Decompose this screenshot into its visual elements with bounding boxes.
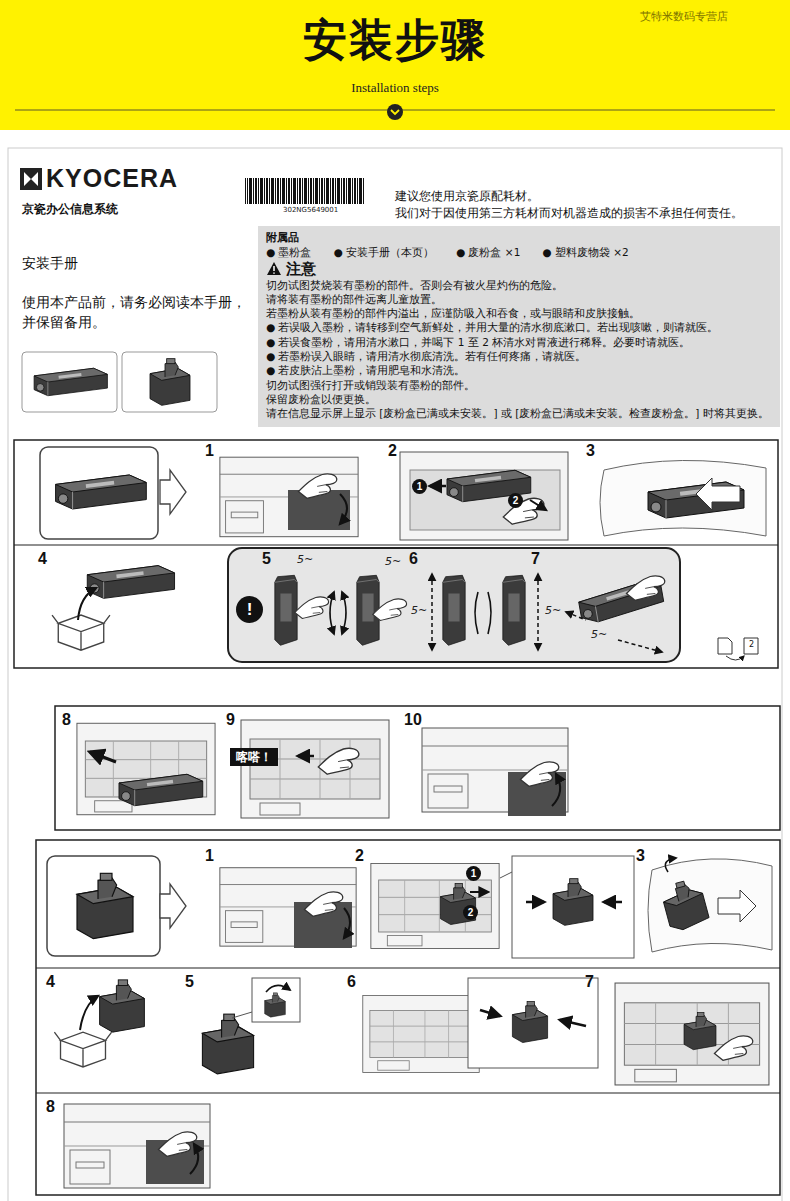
step-number: 4 bbox=[46, 972, 55, 991]
notice-text: 建议您使用京瓷原配耗材。 bbox=[395, 189, 539, 203]
brand-logo: KYOCERA bbox=[46, 163, 178, 193]
page-number: 2 bbox=[749, 640, 754, 650]
step-number: 6 bbox=[347, 972, 356, 991]
step-number: 4 bbox=[38, 549, 47, 568]
step-number: 9 bbox=[226, 710, 235, 729]
item-row: ● 墨粉盒 ● 安装手册（本页） ● 废粉盒 ×1 ● 塑料废物袋 ×2 bbox=[266, 245, 772, 259]
callout-number: 2 bbox=[508, 493, 523, 508]
info-panel: 附属品● 墨粉盒● 安装手册（本页）● 废粉盒 ×1● 塑料废物袋 ×2注意切勿… bbox=[258, 226, 780, 427]
step-number: 5 bbox=[262, 549, 271, 568]
warning-circle: ! bbox=[236, 596, 263, 623]
shake-count: 5~ bbox=[590, 628, 608, 641]
caution-line: 切勿试图焚烧装有墨粉的部件。否则会有被火星灼伤的危险。 bbox=[266, 278, 772, 292]
shake-count: 5~ bbox=[384, 555, 402, 568]
caution-word: 注意 bbox=[286, 260, 316, 278]
brand-name: 京瓷办公信息系统 bbox=[22, 203, 118, 217]
watermark: 艾特米数码专营店 bbox=[640, 10, 728, 23]
caution-line: ● 若皮肤沾上墨粉，请用肥皂和水清洗。 bbox=[266, 363, 772, 377]
step-number: 5 bbox=[185, 972, 194, 991]
step-number: 1 bbox=[205, 846, 214, 865]
step-number: 1 bbox=[205, 441, 214, 460]
callout-number: 2 bbox=[463, 905, 478, 920]
subtitle: Installation steps bbox=[0, 80, 790, 96]
caution-heading: 注意 bbox=[266, 260, 772, 278]
warning-icon bbox=[266, 261, 282, 276]
caution-line: 保留废粉盒以便更换。 bbox=[266, 392, 772, 406]
caution-line: 切勿试图强行打开或销毁装有墨粉的部件。 bbox=[266, 378, 772, 392]
manual-heading: 安装手册 bbox=[22, 255, 78, 272]
included-item: ● 安装手册（本页） bbox=[334, 245, 435, 259]
shake-count: 5~ bbox=[544, 604, 562, 617]
caution-line: ● 若误吸入墨粉，请转移到空气新鲜处，并用大量的清水彻底漱口。若出现咳嗽，则请就… bbox=[266, 320, 772, 334]
included-item: ● 塑料废物袋 ×2 bbox=[542, 245, 628, 259]
caution-line: ● 若墨粉误入眼睛，请用清水彻底清洗。若有任何疼痛，请就医。 bbox=[266, 349, 772, 363]
caution-line: 请将装有墨粉的部件远离儿童放置。 bbox=[266, 292, 772, 306]
step-number: 8 bbox=[46, 1097, 55, 1116]
included-item: ● 墨粉盒 bbox=[266, 245, 312, 259]
step-number: 3 bbox=[636, 846, 645, 865]
callout-number: 1 bbox=[466, 866, 481, 881]
intro-text: 使用本产品前，请务必阅读本手册，并保留备用。 bbox=[22, 292, 254, 332]
caution-line: ● 若误食墨粉，请用清水漱口，并喝下 1 至 2 杯清水对胃液进行稀释。必要时请… bbox=[266, 335, 772, 349]
step-number: 2 bbox=[388, 441, 397, 460]
callout-number: 1 bbox=[412, 479, 427, 494]
panel-heading: 附属品 bbox=[266, 231, 772, 245]
step-number: 3 bbox=[586, 441, 595, 460]
step-number: 6 bbox=[409, 549, 418, 568]
shake-count: 5~ bbox=[410, 604, 428, 617]
step-number: 10 bbox=[404, 710, 422, 729]
shake-count: 5~ bbox=[296, 553, 314, 566]
barcode-number: 302NG5649001 bbox=[283, 206, 338, 214]
sound-tag: 喀嗒！ bbox=[230, 748, 278, 766]
included-item: ● 废粉盒 ×1 bbox=[456, 245, 520, 259]
step-number: 7 bbox=[531, 549, 540, 568]
step-number: 7 bbox=[585, 972, 594, 991]
step-number: 8 bbox=[62, 710, 71, 729]
exclamation-mark: ! bbox=[247, 600, 253, 619]
notice-text: 我们对于因使用第三方耗材而对机器造成的损害不承担任何责任。 bbox=[395, 206, 743, 220]
step-number: 2 bbox=[355, 846, 364, 865]
sound-text: 喀嗒！ bbox=[236, 750, 272, 764]
caution-line: 若墨粉从装有墨粉的部件内溢出，应谨防吸入和吞食，或与眼睛和皮肤接触。 bbox=[266, 306, 772, 320]
caution-line: 请在信息显示屏上显示 [废粉盒已满或未安装。] 或 [废粉盒已满或未安装。检查废… bbox=[266, 406, 772, 420]
